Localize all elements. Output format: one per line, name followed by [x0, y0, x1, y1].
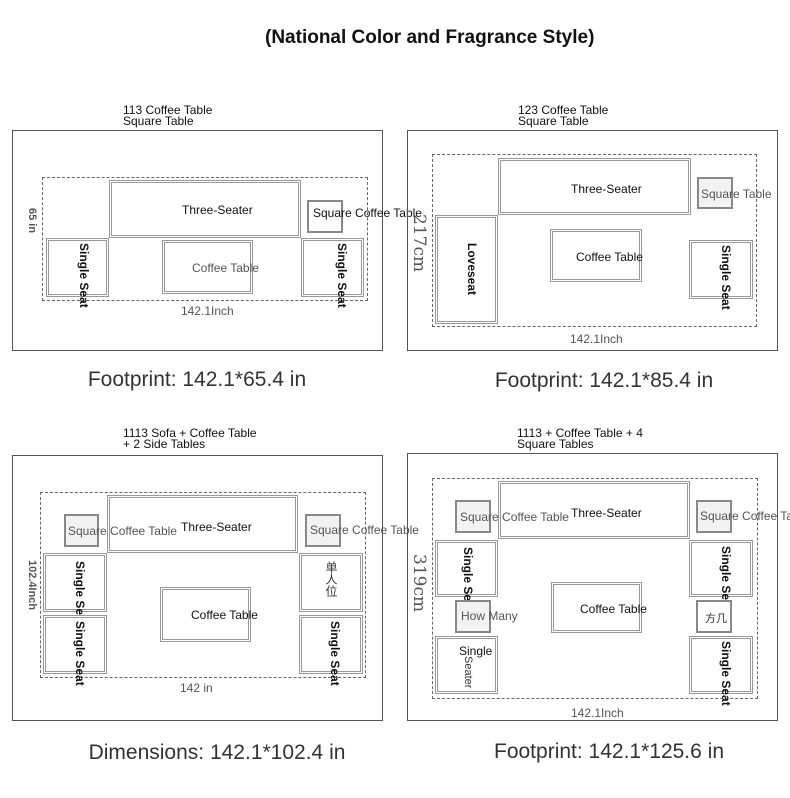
single-seat-left-top-label: Single Seat	[461, 547, 475, 612]
footprint-outline	[432, 154, 757, 327]
square-table	[697, 177, 733, 209]
three-seater	[498, 158, 691, 215]
three-seater-label: Three-Seater	[571, 506, 642, 520]
footprint-outline	[42, 177, 368, 301]
width-dimension: 142.1Inch	[181, 304, 234, 318]
single-seat-right-label: Single Seat	[719, 245, 733, 310]
depth-dimension: 65 in	[26, 208, 38, 234]
single-seat-right-top	[689, 540, 753, 597]
room-outline	[407, 453, 778, 721]
coffee-table-label: Coffee Table	[576, 250, 643, 264]
single-seat-right-top-label: 单人位	[324, 561, 338, 597]
square-table-left-label: Square Coffee Table	[68, 524, 177, 538]
square-table-right-mid-label: 方几	[705, 613, 727, 625]
loveseat	[435, 215, 498, 324]
single-seat-right-bottom	[299, 615, 363, 674]
coffee-table-label: Coffee Table	[580, 602, 647, 616]
square-table-right-label: Square Coffee Table	[310, 523, 419, 537]
coffee-table	[551, 582, 642, 633]
footprint-caption: Footprint: 142.1*65.4 in	[87, 368, 307, 391]
square-table-label: Square Coffee Table	[313, 206, 422, 220]
page-title: (National Color and Fragrance Style)	[265, 27, 595, 48]
footprint-outline	[40, 492, 366, 678]
square-table-label: Square Table	[701, 187, 772, 201]
width-dimension: 142.1Inch	[570, 332, 623, 346]
depth-dimension: 319cm	[409, 554, 429, 613]
square-table-left-mid-label: How Many	[461, 609, 518, 623]
footprint-caption: Footprint: 142.1*125.6 in	[494, 740, 724, 763]
square-table-right	[305, 514, 341, 547]
coffee-table-label: Coffee Table	[192, 261, 259, 275]
single-seat-right-top	[299, 553, 363, 612]
single-seat-right-label: Single Seat	[335, 243, 349, 308]
single-seat-right-bottom-label: Single Seat	[328, 621, 342, 686]
coffee-table-label: Coffee Table	[191, 608, 258, 622]
depth-dimension: 102.4Inch	[26, 560, 38, 611]
single-seat-left-top-label: Single Seat	[73, 561, 87, 626]
single-seat-left-bottom-label-a: Single	[459, 644, 493, 658]
depth-dimension: 217cm	[409, 214, 429, 273]
coffee-table	[550, 229, 642, 282]
single-seat-right-bottom	[689, 636, 753, 694]
single-seat-left-top	[43, 553, 107, 612]
panel-title: 123 Coffee Table Square Table	[518, 103, 609, 128]
single-seat-right-bottom-label: Single Seat	[719, 641, 733, 706]
footprint-outline	[432, 478, 758, 699]
square-table-right-label: Square Coffee Table	[700, 509, 790, 523]
panel-title: 1113 Sofa + Coffee Table + 2 Side Tables	[123, 426, 257, 451]
three-seater-label: Three-Seater	[571, 182, 642, 196]
dimensions-caption: Dimensions: 142.1*102.4 in	[88, 741, 346, 764]
coffee-table	[162, 240, 253, 294]
square-table-left	[64, 514, 99, 547]
panel-title: 113 Coffee Table Square Table	[123, 103, 213, 128]
room-outline	[12, 455, 383, 721]
three-seater	[107, 495, 298, 553]
three-seater	[109, 180, 301, 238]
square-table-right-mid	[696, 600, 732, 633]
single-seat-right-top-label: Single Seat	[719, 546, 733, 611]
width-dimension: 142.1Inch	[571, 706, 624, 720]
single-seat-left-top	[435, 540, 498, 597]
square-table	[307, 200, 343, 233]
room-outline	[407, 130, 778, 351]
loveseat-label: Loveseat	[465, 243, 479, 296]
three-seater-label: Three-Seater	[181, 520, 252, 534]
single-seat-left	[46, 238, 109, 297]
single-seat-left-bottom	[43, 615, 107, 674]
coffee-table	[160, 587, 251, 642]
room-outline	[12, 130, 383, 351]
single-seat-left-bottom-label-b: Seater	[462, 656, 474, 689]
square-table-left-label: Square Coffee Table	[460, 510, 569, 524]
single-seat-right	[689, 240, 753, 299]
square-table-left-mid	[455, 600, 491, 633]
width-dimension: 142 in	[180, 681, 213, 695]
three-seater	[498, 481, 690, 539]
single-seat-left-label: Single Seat	[77, 243, 91, 308]
panel-title: 1113 + Coffee Table + 4 Square Tables	[517, 426, 643, 451]
single-seat-left-bottom-label: Single Seat	[73, 621, 87, 686]
square-table-right	[696, 500, 732, 533]
footprint-caption: Footprint: 142.1*85.4 in	[494, 369, 714, 392]
single-seat-left-bottom	[435, 636, 498, 694]
single-seat-right	[301, 238, 364, 297]
square-table-left	[455, 500, 491, 533]
three-seater-label: Three-Seater	[182, 203, 253, 217]
